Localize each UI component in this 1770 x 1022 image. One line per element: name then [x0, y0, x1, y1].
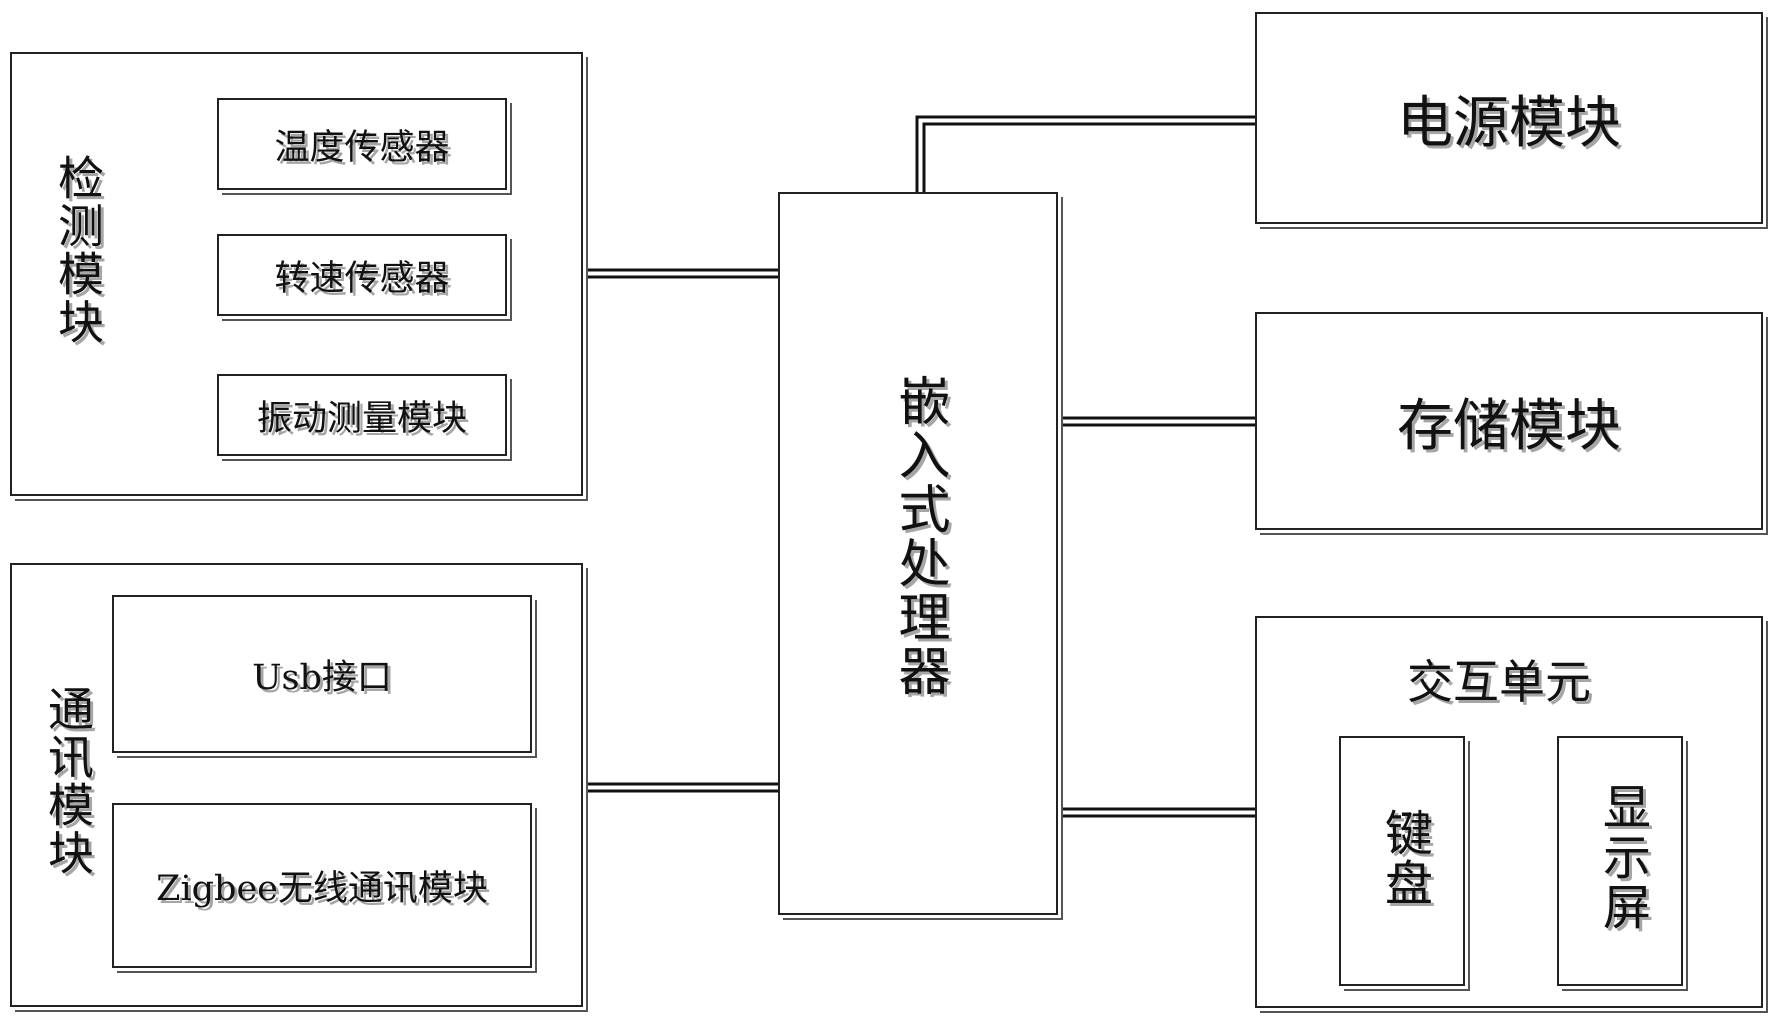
detection-module-title: 检测模块 — [51, 154, 105, 346]
wire-processor-power — [915, 115, 1255, 193]
zigbee-module-box: Zigbee无线通讯模块 — [112, 803, 532, 968]
storage-module-label: 存储模块 — [1397, 393, 1621, 459]
temperature-sensor-box: 温度传感器 — [217, 98, 507, 190]
vibration-module-label: 振动测量模块 — [256, 398, 467, 439]
temperature-sensor-label: 温度传感器 — [274, 127, 450, 168]
embedded-processor-title: 嵌入式处理器 — [889, 374, 949, 698]
detection-module: 检测模块 温度传感器 转速传感器 振动测量模块 — [10, 52, 583, 496]
speed-sensor-box: 转速传感器 — [217, 234, 507, 316]
embedded-processor: 嵌入式处理器 — [778, 192, 1058, 915]
power-module: 电源模块 — [1255, 12, 1763, 224]
power-module-label: 电源模块 — [1397, 90, 1621, 156]
usb-interface-label: Usb接口 — [252, 657, 392, 698]
display-box: 显示屏 — [1557, 736, 1683, 986]
storage-module: 存储模块 — [1255, 312, 1763, 530]
interaction-unit: 交互单元 键盘 显示屏 — [1255, 616, 1763, 1008]
comm-module-title: 通讯模块 — [41, 685, 95, 877]
comm-module: 通讯模块 Usb接口 Zigbee无线通讯模块 — [10, 563, 583, 1007]
zigbee-module-label: Zigbee无线通讯模块 — [156, 869, 488, 909]
keyboard-label: 键盘 — [1376, 808, 1432, 908]
display-label: 显示屏 — [1594, 782, 1650, 932]
interaction-unit-title: 交互单元 — [1407, 655, 1591, 709]
keyboard-box: 键盘 — [1339, 736, 1465, 986]
vibration-module-box: 振动测量模块 — [217, 374, 507, 456]
usb-interface-box: Usb接口 — [112, 595, 532, 753]
speed-sensor-label: 转速传感器 — [274, 258, 450, 299]
